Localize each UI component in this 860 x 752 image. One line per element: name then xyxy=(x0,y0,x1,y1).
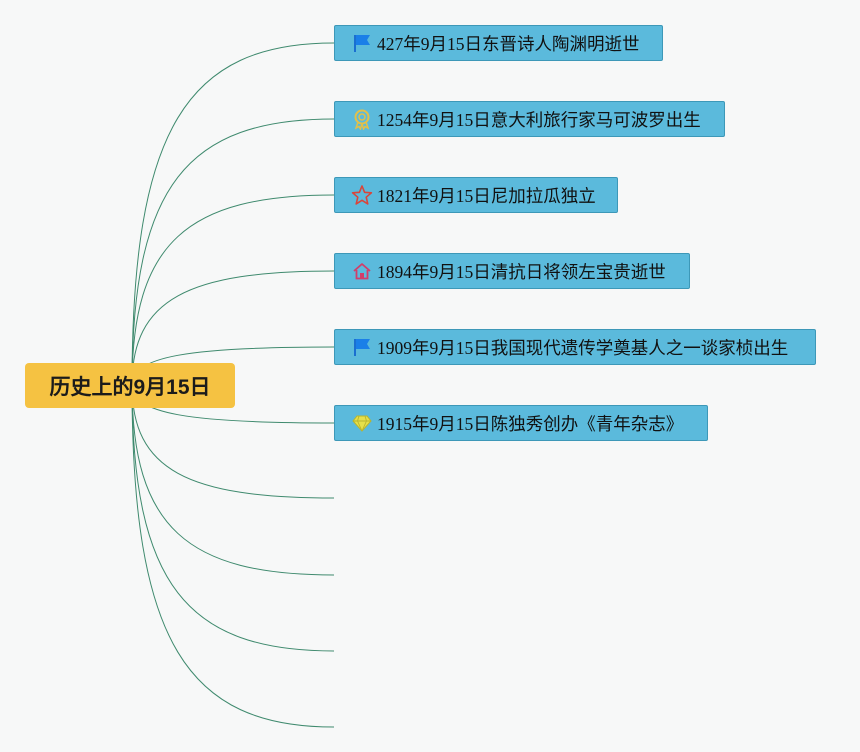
event-text: 1894年9月15日清抗日将领左宝贵逝世 xyxy=(377,261,666,282)
event-node-427[interactable]: 427年9月15日东晋诗人陶渊明逝世 xyxy=(334,25,663,61)
event-node-1909[interactable]: 1909年9月15日我国现代遗传学奠基人之一谈家桢出生 xyxy=(334,329,816,365)
event-text: 1254年9月15日意大利旅行家马可波罗出生 xyxy=(377,109,701,130)
flag-icon xyxy=(351,336,373,358)
event-text: 1821年9月15日尼加拉瓜独立 xyxy=(377,185,596,206)
connector-line xyxy=(131,194,335,386)
connector-line xyxy=(131,270,335,386)
event-node-1894[interactable]: 1894年9月15日清抗日将领左宝贵逝世 xyxy=(334,253,690,289)
event-node-1254[interactable]: 1254年9月15日意大利旅行家马可波罗出生 xyxy=(334,101,725,137)
connector-line xyxy=(131,118,335,386)
star-icon xyxy=(351,184,373,206)
connector-line xyxy=(131,42,335,386)
event-node-1915[interactable]: 1915年9月15日陈独秀创办《青年杂志》 xyxy=(334,405,708,441)
root-topic[interactable]: 历史上的9月15日 xyxy=(25,363,235,408)
event-text: 1909年9月15日我国现代遗传学奠基人之一谈家桢出生 xyxy=(377,337,789,358)
medal-icon xyxy=(351,108,373,130)
event-text: 427年9月15日东晋诗人陶渊明逝世 xyxy=(377,33,640,54)
diamond-icon xyxy=(351,412,373,434)
event-node-1821[interactable]: 1821年9月15日尼加拉瓜独立 xyxy=(334,177,618,213)
house-icon xyxy=(351,260,373,282)
root-topic-label: 历史上的9月15日 xyxy=(49,375,211,399)
flag-icon xyxy=(351,32,373,54)
connector-line xyxy=(131,384,335,499)
event-text: 1915年9月15日陈独秀创办《青年杂志》 xyxy=(377,413,684,434)
connector-line xyxy=(131,384,335,652)
connector-line xyxy=(131,384,335,576)
connector-line xyxy=(131,384,335,728)
